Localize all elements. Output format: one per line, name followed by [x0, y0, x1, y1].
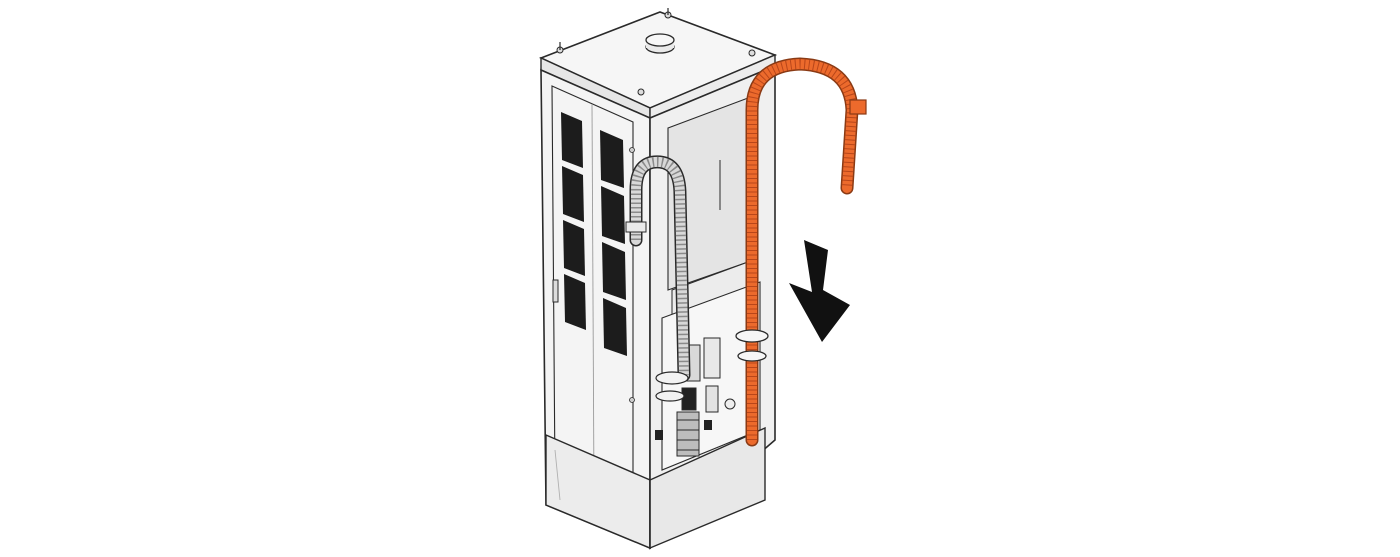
gray-flexible-conduit — [625, 155, 691, 402]
cabinet-top — [538, 8, 778, 120]
orange-flexible-hose — [735, 57, 867, 447]
down-arrow — [789, 240, 850, 342]
cabinet-vents — [561, 112, 627, 356]
cabinet-left-face — [540, 68, 651, 550]
